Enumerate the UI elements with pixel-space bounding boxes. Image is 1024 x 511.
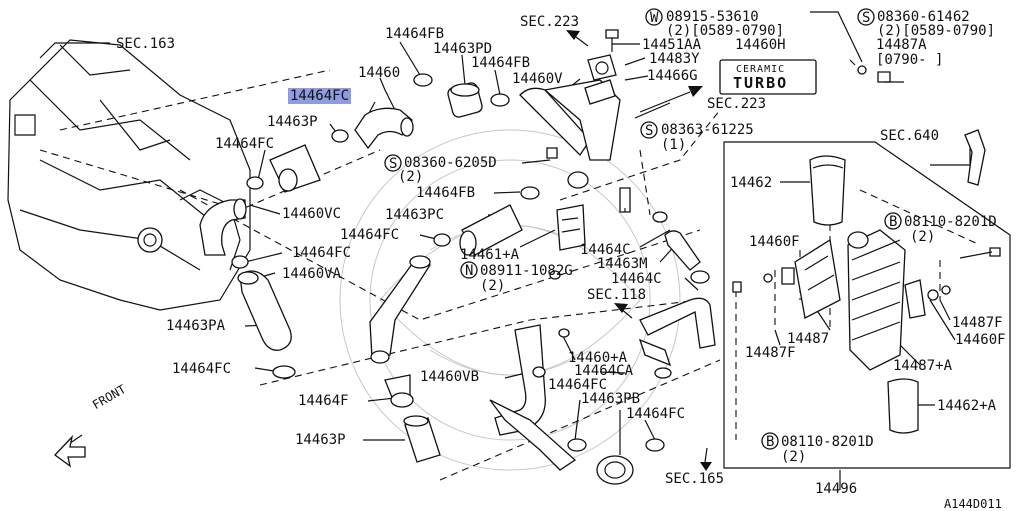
label-14460vc[interactable]: 14460VC — [282, 206, 342, 222]
label-sec163[interactable]: SEC.163 — [116, 36, 176, 52]
label-14460va[interactable]: 14460VA — [282, 266, 342, 282]
intercooler-box — [723, 129, 1011, 469]
label-s08363-qty: (1) — [661, 137, 687, 153]
badge-text-turbo: TURBO — [733, 74, 789, 92]
label-14463m[interactable]: 14463M — [597, 256, 648, 272]
label-14463pd[interactable]: 14463PD — [433, 41, 493, 57]
label-14460f-b[interactable]: 14460F — [955, 332, 1006, 348]
label-14487f-b[interactable]: 14487F — [952, 315, 1003, 331]
prefix-n: N — [465, 263, 474, 279]
label-14460f-a[interactable]: 14460F — [749, 234, 800, 250]
label-sec223-right[interactable]: SEC.223 — [707, 96, 767, 112]
label-sec640[interactable]: SEC.640 — [880, 128, 940, 144]
label-14464fc-e[interactable]: 14464FC — [548, 377, 608, 393]
label-n08911-qty: (2) — [480, 278, 506, 294]
label-14464fc-c[interactable]: 14464FC — [172, 361, 232, 377]
label-14487[interactable]: 14487 — [787, 331, 830, 347]
label-b08110-a-qty: (2) — [910, 229, 936, 245]
label-14461a[interactable]: 14461+A — [460, 247, 520, 263]
label-w08915-53610[interactable]: 08915-53610 — [666, 9, 759, 25]
turbo-badge — [719, 59, 817, 95]
label-14464fb-a[interactable]: 14464FB — [385, 26, 445, 42]
label-14460vb[interactable]: 14460VB — [420, 369, 480, 385]
prefix-s-c: S — [389, 156, 398, 172]
label-14464c-b[interactable]: 14464C — [611, 271, 662, 287]
label-14464f[interactable]: 14464F — [298, 393, 349, 409]
label-sec165[interactable]: SEC.165 — [665, 471, 725, 487]
label-14451aa[interactable]: 14451AA — [642, 37, 702, 53]
label-s08363-61225[interactable]: 08363-61225 — [661, 122, 754, 138]
label-14464fb-c[interactable]: 14464FB — [416, 185, 476, 201]
label-s08360-61462-qty: (2)[0589-0790] — [877, 23, 996, 39]
label-14460h[interactable]: 14460H — [735, 37, 786, 53]
label-14487a-date: [0790- ] — [876, 52, 944, 68]
label-14464fb-b[interactable]: 14464FB — [471, 55, 531, 71]
label-s08360-6205d[interactable]: 08360-6205D — [404, 155, 497, 171]
pipes — [199, 29, 904, 485]
label-14463pc[interactable]: 14463PC — [385, 207, 445, 223]
label-sec223-top[interactable]: SEC.223 — [520, 14, 580, 30]
label-14462plus-a[interactable]: 14462+A — [937, 398, 997, 414]
label-b08110-8201d-a[interactable]: 08110-8201D — [904, 214, 997, 230]
label-14463pb[interactable]: 14463PB — [581, 391, 641, 407]
label-14464fc-a[interactable]: 14464FC — [215, 136, 275, 152]
prefix-s-b: S — [645, 123, 654, 139]
label-14460v[interactable]: 14460V — [512, 71, 563, 87]
clamps — [231, 73, 710, 452]
label-14463p-b[interactable]: 14463P — [295, 432, 346, 448]
prefix-w: W — [650, 10, 659, 26]
label-14487plus-a[interactable]: 14487+A — [893, 358, 953, 374]
label-w08915-qty: (2)[0589-0790] — [666, 23, 785, 39]
figure-code: A144D011 — [944, 497, 1002, 511]
prefix-b-a: B — [889, 214, 898, 230]
label-14464fc-b[interactable]: 14464FC — [292, 245, 352, 261]
label-14464c-a[interactable]: 14464C — [580, 242, 631, 258]
label-b08110-8201d-b[interactable]: 08110-8201D — [781, 434, 874, 450]
prefix-s-a: S — [862, 10, 871, 26]
label-14483y[interactable]: 14483Y — [649, 51, 700, 67]
label-14463pa[interactable]: 14463PA — [166, 318, 226, 334]
label-14460[interactable]: 14460 — [358, 65, 401, 81]
label-b08110-b-qty: (2) — [781, 449, 807, 465]
prefix-circles — [384, 8, 902, 450]
label-14464ca[interactable]: 14464CA — [574, 363, 634, 379]
label-14487f-a[interactable]: 14487F — [745, 345, 796, 361]
label-14487a[interactable]: 14487A — [876, 37, 927, 53]
label-s08360-61462[interactable]: 08360-61462 — [877, 9, 970, 25]
label-14464fc-f[interactable]: 14464FC — [626, 406, 686, 422]
label-n08911-1082g[interactable]: 08911-1082G — [480, 263, 573, 279]
label-sec118[interactable]: SEC.118 — [587, 287, 647, 303]
label-14463p-a[interactable]: 14463P — [267, 114, 318, 130]
label-s08360-6205d-qty: (2) — [398, 169, 424, 185]
label-14496[interactable]: 14496 — [815, 481, 858, 497]
badge-text-ceramic: CERAMIC — [736, 64, 786, 75]
prefix-b-b: B — [766, 434, 775, 450]
label-14462[interactable]: 14462 — [730, 175, 773, 191]
label-14464fc-highlighted[interactable]: 14464FC — [288, 88, 352, 104]
engine-block — [7, 39, 251, 311]
section-arrows — [54, 30, 712, 471]
label-14460a[interactable]: 14460+A — [568, 350, 628, 366]
label-14464fc-d[interactable]: 14464FC — [340, 227, 400, 243]
label-14466g[interactable]: 14466G — [647, 68, 698, 84]
